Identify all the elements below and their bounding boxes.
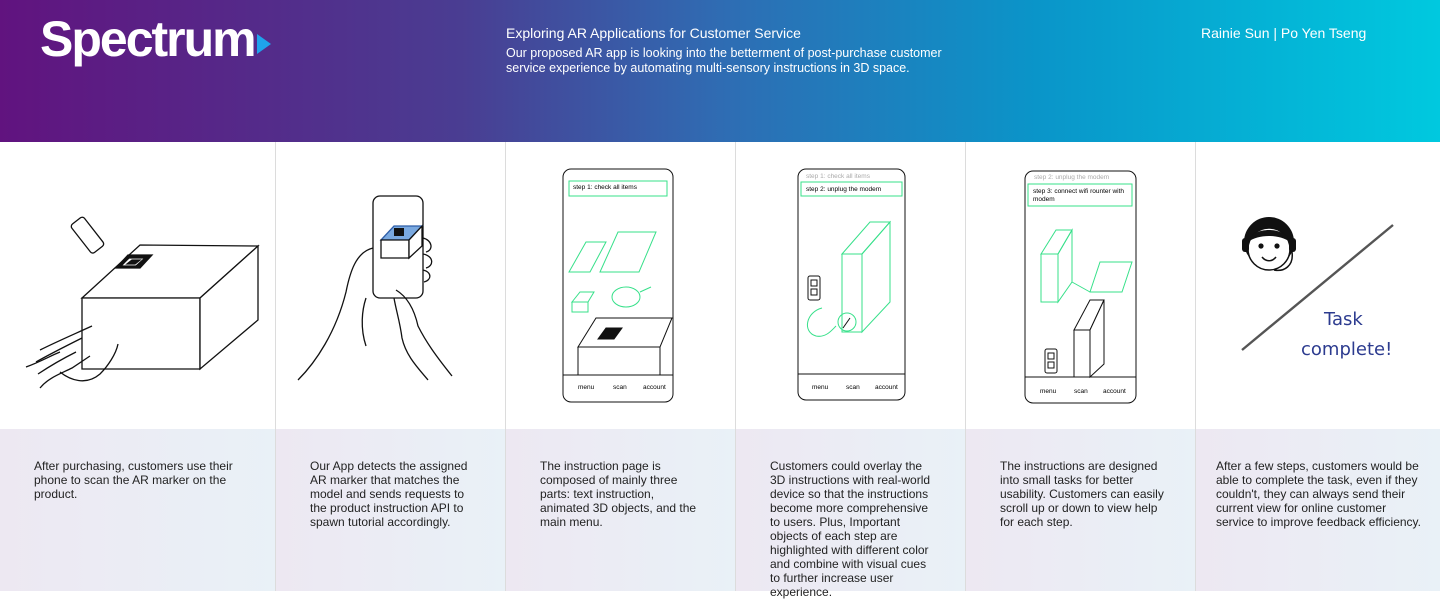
authors: Rainie Sun | Po Yen Tseng: [1201, 25, 1367, 41]
illustration-phone-step2: step 1: check all items step 2: unplug t…: [736, 142, 965, 429]
illustration-phone-step1: step 1: check all items menu scan accoun…: [506, 142, 735, 429]
step-instruction[interactable]: step 2: unplug the modem: [806, 186, 882, 193]
logo-arrow-icon: [256, 34, 271, 54]
caption: Customers could overlay the 3D instructi…: [736, 429, 965, 599]
step-instruction[interactable]: step 1: check all items: [573, 184, 637, 191]
spectrum-logo: Spectrum: [40, 14, 271, 64]
illustration-hand-scanning-box: [0, 142, 275, 429]
caption: Our App detects the assigned AR marker t…: [276, 429, 505, 591]
illustration-hand-holding-phone: [276, 142, 505, 429]
menu-item-menu[interactable]: menu: [578, 384, 595, 391]
logo-text: Spectrum: [40, 11, 257, 67]
step-instruction[interactable]: step 3: connect wifi rounter with: [1033, 188, 1125, 195]
project-title: Exploring AR Applications for Customer S…: [506, 25, 801, 41]
hand-phone-box-icon: [25, 216, 260, 389]
menu-item-menu[interactable]: menu: [1040, 388, 1057, 395]
caption: After a few steps, customers would be ab…: [1196, 429, 1440, 591]
phone-mockup-icon: [562, 168, 674, 403]
task-label: Task: [1324, 309, 1363, 330]
storyboard: After purchasing, customers use their ph…: [0, 142, 1440, 599]
menu-item-account[interactable]: account: [875, 384, 898, 391]
phone-mockup-icon: [797, 168, 906, 401]
panel-small-tasks: step 2: unplug the modem step 3: connect…: [966, 142, 1196, 591]
illustration-customer-service: Task complete!: [1196, 142, 1440, 429]
menu-item-scan[interactable]: scan: [1074, 388, 1088, 395]
header-banner: Spectrum Exploring AR Applications for C…: [0, 0, 1440, 142]
panel-overlay-instructions: step 1: check all items step 2: unplug t…: [736, 142, 966, 599]
caption: After purchasing, customers use their ph…: [0, 429, 275, 591]
illustration-phone-step3: step 2: unplug the modem step 3: connect…: [966, 142, 1195, 429]
menu-item-scan[interactable]: scan: [846, 384, 860, 391]
caption: The instruction page is composed of main…: [506, 429, 735, 591]
panel-scan-marker: After purchasing, customers use their ph…: [0, 142, 276, 591]
project-subtitle: Our proposed AR app is looking into the …: [506, 46, 942, 75]
menu-item-scan[interactable]: scan: [613, 384, 627, 391]
panel-task-complete: Task complete! After a few steps, custom…: [1196, 142, 1440, 591]
menu-item-account[interactable]: account: [1103, 388, 1126, 395]
menu-item-account[interactable]: account: [643, 384, 666, 391]
task-complete-label: complete!: [1301, 339, 1393, 360]
panel-detect-marker: Our App detects the assigned AR marker t…: [276, 142, 506, 591]
menu-item-menu[interactable]: menu: [812, 384, 829, 391]
previous-step[interactable]: step 1: check all items: [806, 173, 870, 180]
hand-holding-phone-icon: [297, 195, 453, 381]
customer-service-agent-icon: [1241, 217, 1394, 351]
panel-instruction-page: step 1: check all items menu scan accoun…: [506, 142, 736, 591]
previous-step[interactable]: step 2: unplug the modem: [1034, 174, 1110, 181]
step-instruction-cont[interactable]: modem: [1033, 196, 1055, 203]
phone-mockup-icon: [1024, 170, 1137, 404]
caption: The instructions are designed into small…: [966, 429, 1195, 591]
